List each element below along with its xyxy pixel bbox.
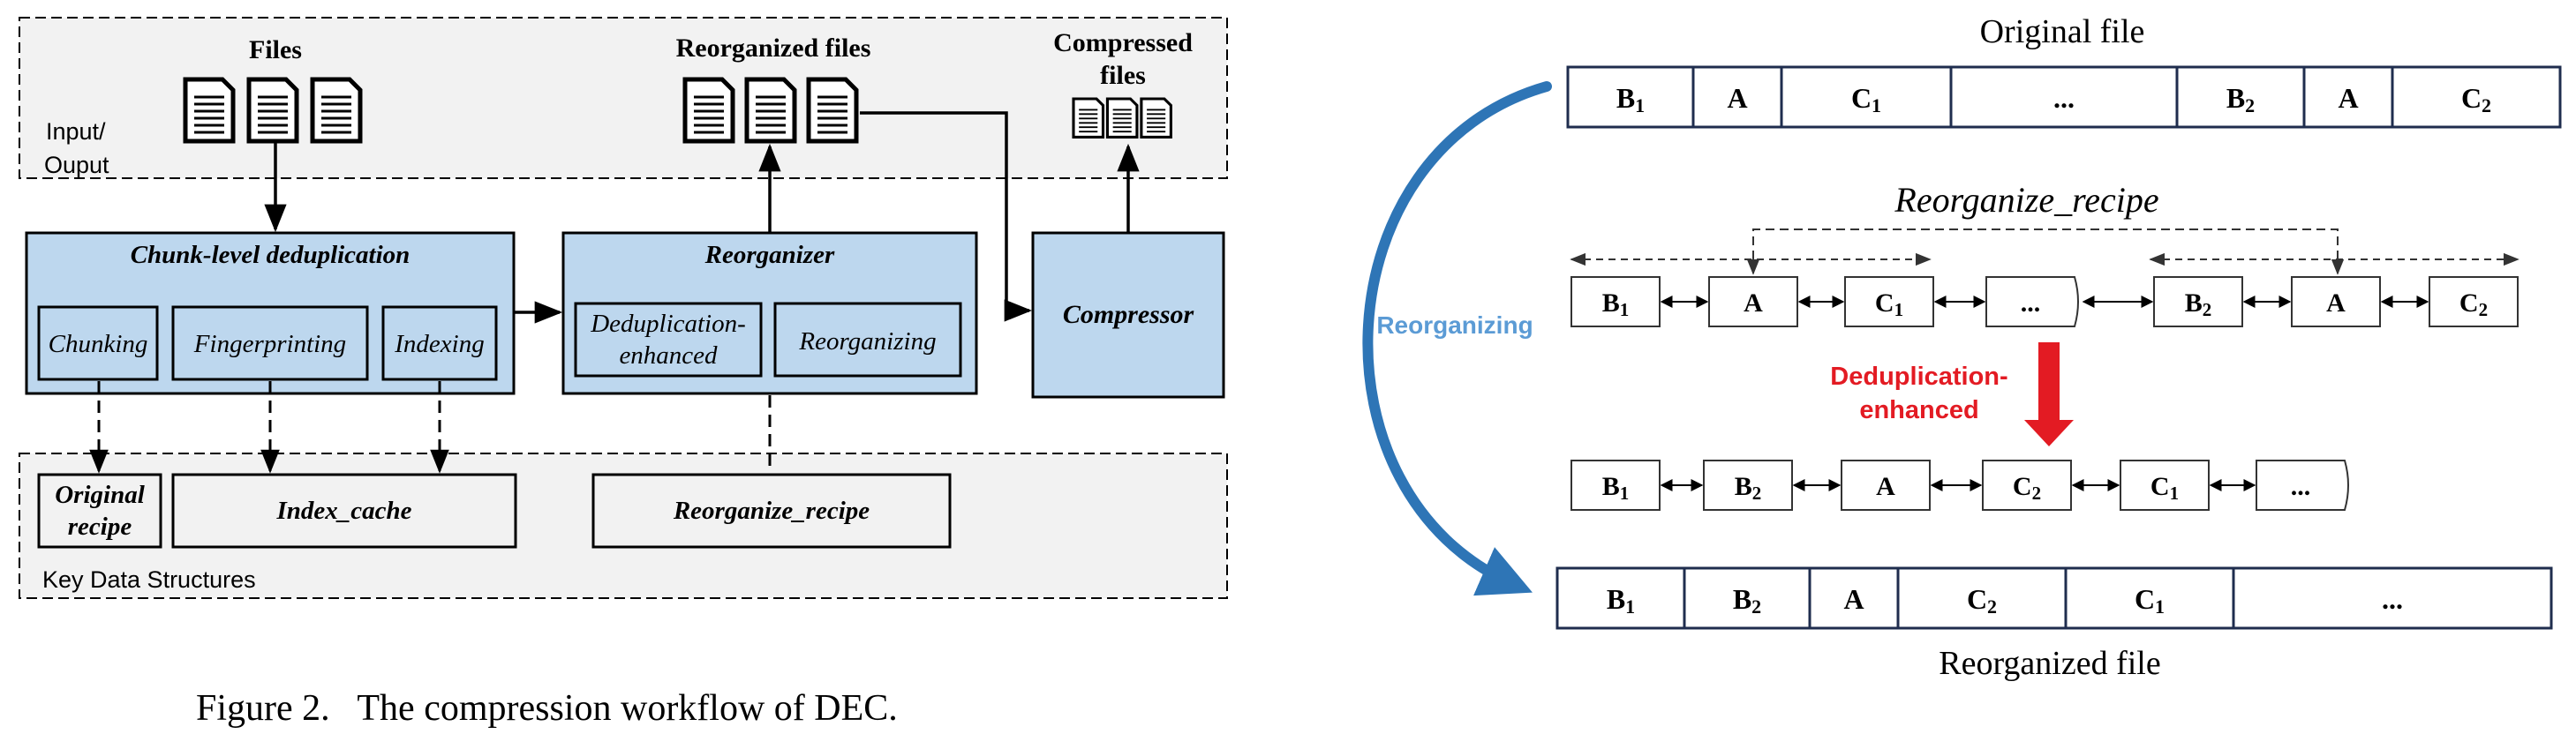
recipe_row-chunk-subscript: 2 [2203,299,2212,320]
recipe_row-chunk-label: A [2326,288,2346,318]
dedup-red-arrow [2024,342,2074,446]
reorganize-recipe-box [591,473,952,549]
reorganized-files-icon [685,79,856,141]
chunking-box [37,305,159,381]
reorganized_row-chunk-cell [1683,566,1811,630]
original_row-chunk-cell [2391,65,2562,129]
dedup_row-chunk-cell [1703,460,1793,511]
reorganizing-label-right: Reorganizing [1376,311,1533,339]
original-recipe-line2: recipe [68,513,132,541]
fingerprinting-box [171,305,369,381]
compressed-files-icon [1072,97,1172,139]
reorganized_row-chunk-subscript: 2 [1751,595,1761,618]
original_row-chunk-label: A [2338,82,2358,114]
original_row-chunk-cell [1566,65,1695,129]
recipe_row-chunk-cell [2291,276,2381,327]
dedup_row-chunk-cell [1570,460,1661,511]
original_row-chunk-label: C2 [2461,82,2491,116]
dedup_row-chunk-subscript: 1 [1620,483,1630,504]
chunk-dedup-title: Chunk-level deduplication [131,241,411,269]
reorganized_row-chunk-subscript: 1 [2155,595,2165,618]
reorganize-recipe-title: Reorganize_recipe [1894,180,2158,220]
recipe_row-chunk-subscript: 1 [1894,299,1904,320]
original-recipe-line1: Original [55,481,145,509]
recipe_row-chunk-subscript: 2 [2479,299,2489,320]
compressed-files-label-line2: files [1100,61,1146,90]
reorganized-file-title: Reorganized file [1939,645,2160,682]
dedup_row-chunk-cell [1841,460,1931,511]
files-label: Files [249,35,302,64]
reorganizing-arc [1362,81,1552,596]
reorganizing-box [773,302,962,378]
indexing-label: Indexing [394,330,484,358]
original_row-chunk-label: ... [2053,82,2075,114]
original_row-chunk-label: A [1727,82,1747,114]
workflow-diagram: Input/ Ouput Files Reorganized files Com… [19,17,1228,599]
figure-caption: Figure 2. The compression workflow of DE… [196,688,898,729]
dedup_row-chunk-subscript: 2 [2032,483,2042,504]
compressor-label: Compressor [1063,300,1194,329]
reorganizing-label: Reorganizing [798,327,936,356]
io-label-line1: Input/ [46,118,106,145]
compressor-block [1031,231,1225,399]
reorganized-files-label: Reorganized files [676,34,871,63]
dedup_row-chunk-cell [1982,460,2072,511]
indexing-box [381,305,498,381]
original_row-chunk-subscript: 1 [1872,94,1881,116]
original-recipe-box [37,473,162,549]
dedup_row-ellipsis-cell [2256,460,2349,511]
dedup_row-chunk-subscript: 2 [1752,483,1762,504]
recipe_row-chunk-cell [1570,276,1661,327]
recipe_row-ellipsis-cell [1985,276,2079,327]
index-cache-label: Index_cache [275,497,411,525]
dedup-enhanced-line2: enhanced [619,341,718,370]
dedup_row-chunk-label: A [1876,472,1895,501]
dedup_row-chunk-label: ... [2291,472,2311,501]
recipe_row-chunk-label: ... [2021,288,2041,318]
original_row-chunk-cell [1949,65,2179,129]
dedup-enhanced-line1: Deduplication- [590,310,746,338]
fingerprinting-label: Fingerprinting [193,330,346,358]
recipe_row-chunk-cell [1844,276,1934,327]
chunking-label: Chunking [49,330,148,358]
compressed-files-label-line1: Compressed [1053,28,1193,57]
recipe-link-bracket [1746,228,2345,275]
original-file-title: Original file [1980,13,2145,50]
original_row-chunk-cell [1691,65,1783,129]
reorganized_row-chunk-label: A [1843,583,1864,615]
recipe_row-chunk-label: A [1744,288,1763,318]
reorganized_row-chunk-cell [2232,566,2553,630]
reorganized_row-chunk-subscript: 2 [1987,595,1997,618]
original_row-chunk-subscript: 2 [2245,94,2255,116]
reorganizer-title: Reorganizer [704,241,835,269]
reorganize-recipe-label: Reorganize_recipe [673,497,870,525]
original_row-chunk-cell [1780,65,1953,129]
files-icon [185,79,360,141]
dedup_row-chunk-cell [2120,460,2210,511]
dedup-enhanced-box [574,302,763,378]
arrow-reorganized-files-to-compressor [860,111,1033,322]
recipe_row-chunk-cell [2429,276,2519,327]
dedup-label-line1: Deduplication- [1830,363,2007,391]
index-cache-box [171,473,517,549]
original_row-chunk-subscript: 2 [2482,94,2491,116]
recipe_row-chunk-subscript: 1 [1620,299,1630,320]
original_row-chunk-subscript: 1 [1635,94,1645,116]
recipe_row-chunk-cell [2153,276,2243,327]
reorganized_row-chunk-label: ... [2382,583,2403,615]
reorganized_row-chunk-cell [2064,566,2235,630]
io-label-line2: Ouput [44,152,109,178]
dedup-label-line2: enhanced [1859,396,1978,424]
dedup_row-chunk-subscript: 1 [2170,483,2180,504]
reorganized_row-chunk-subscript: 1 [1625,595,1635,618]
recipe_row-chunk-cell [1708,276,1798,327]
key-data-structures-label: Key Data Structures [42,566,256,593]
